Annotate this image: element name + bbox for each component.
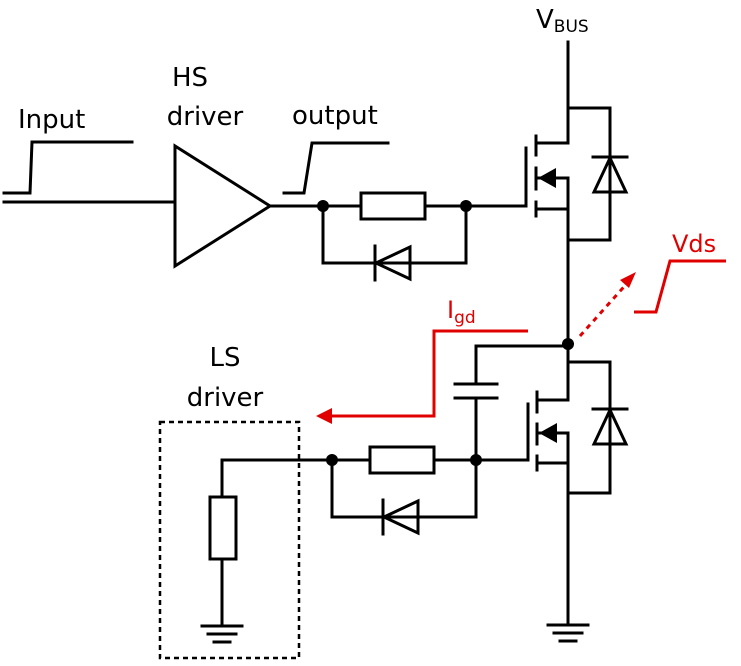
- ls-gate-diode: [380, 498, 420, 536]
- ls-driver-label-line2: driver: [187, 383, 264, 413]
- vds-annotation: [578, 259, 726, 337]
- vbus-label: VBUS: [536, 5, 589, 37]
- hs-driver-label-line2: driver: [167, 102, 244, 132]
- ls-driver-ground-icon: [200, 624, 244, 644]
- ls-gate-network: [220, 445, 530, 536]
- ls-gate-resistor: [368, 445, 436, 475]
- igd-annotation: [316, 329, 528, 424]
- cgd-capacitor: [453, 344, 570, 462]
- ls-source-ground-icon: [546, 623, 590, 643]
- ls-driver-label-line1: LS: [210, 343, 241, 373]
- input-label: Input: [18, 105, 85, 135]
- hs-driver-triangle: [173, 143, 273, 269]
- hs-gate-network: [317, 191, 528, 282]
- hs-driver-label-line1: HS: [172, 63, 208, 93]
- igd-label: Igd: [447, 296, 476, 328]
- hs-mosfet: [524, 106, 629, 242]
- ls-driver-box: [158, 420, 301, 660]
- vds-label: Vds: [672, 230, 716, 258]
- hs-gate-resistor: [359, 191, 427, 221]
- ls-mosfet: [526, 344, 629, 627]
- ls-driver-internal: [208, 458, 238, 628]
- ls-driver-resistor: [208, 495, 238, 561]
- hs-gate-diode: [372, 244, 412, 282]
- output-label: output: [292, 101, 378, 131]
- output-step-waveform: [282, 141, 390, 195]
- input-step-waveform: [2, 140, 134, 195]
